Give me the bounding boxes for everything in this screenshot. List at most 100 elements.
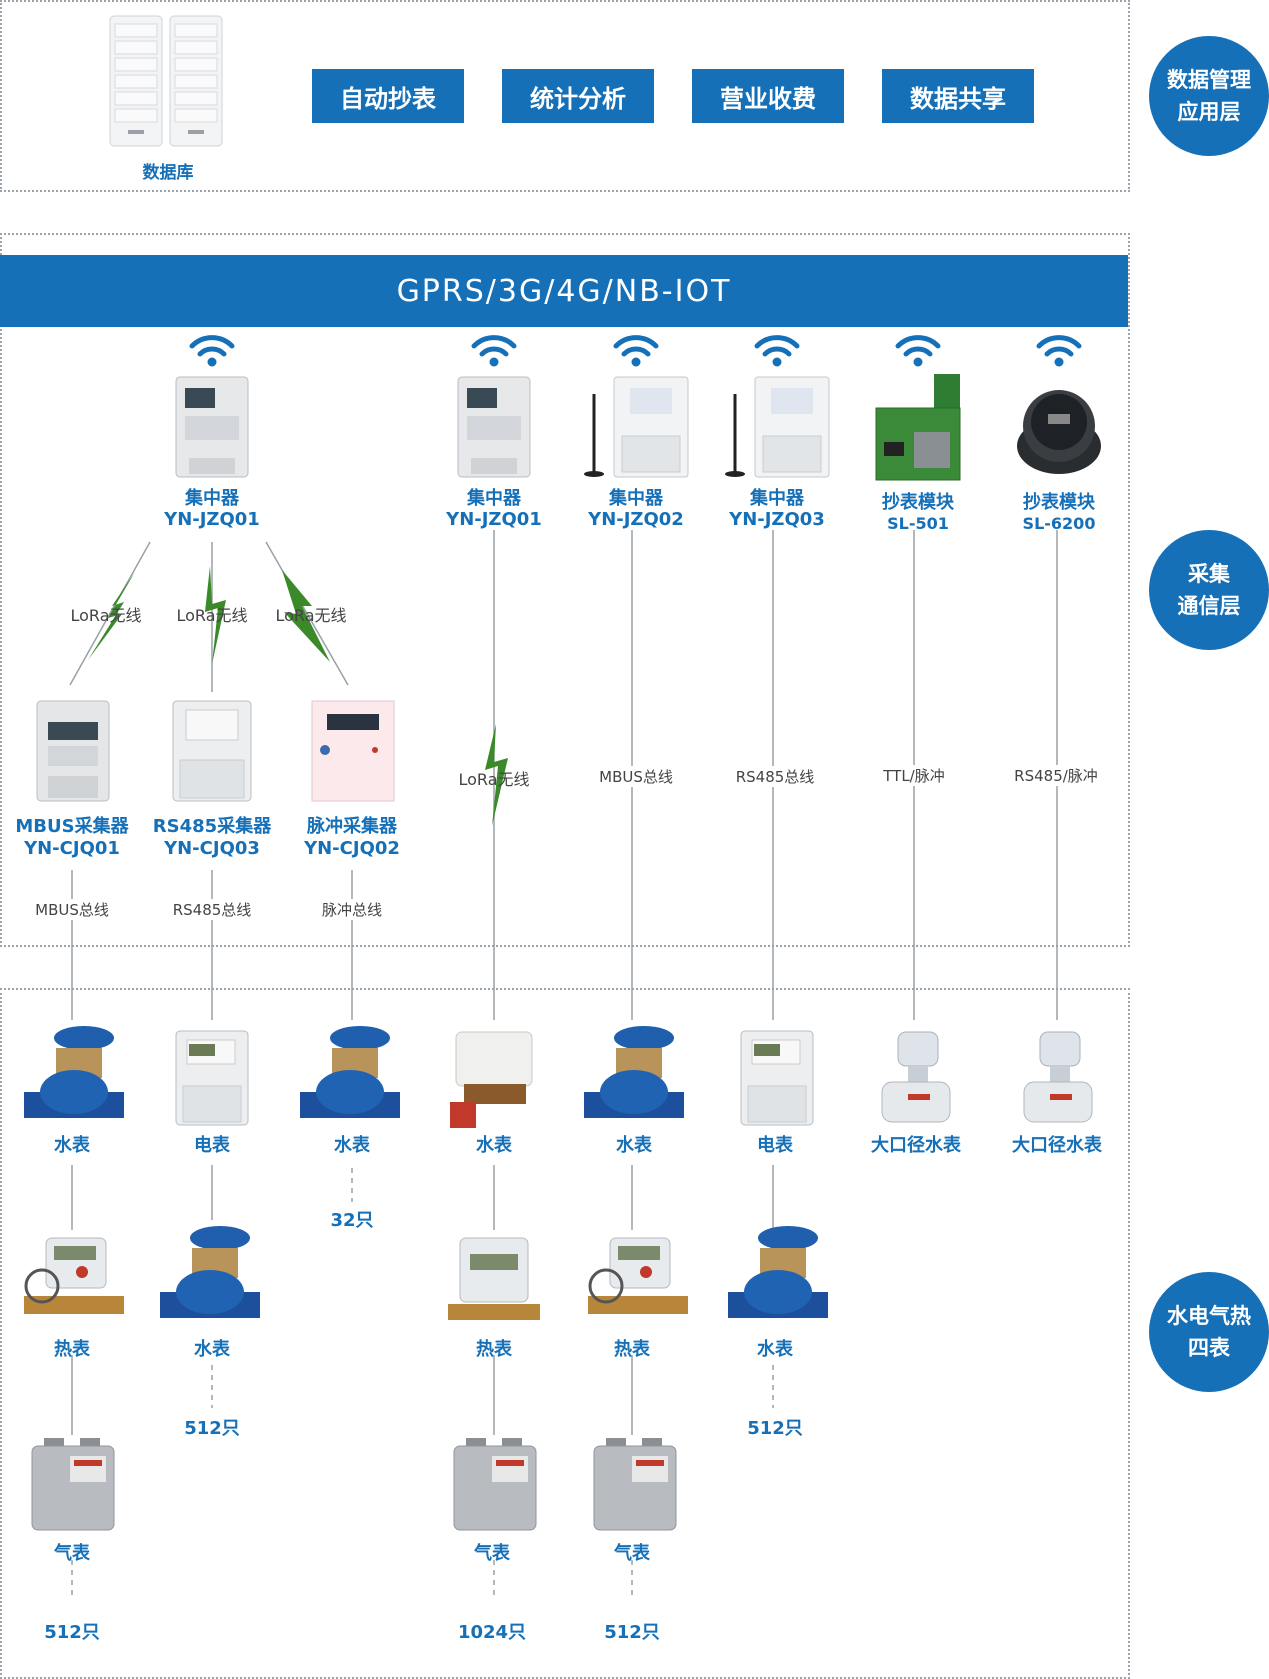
concentrator-4-name: 集中器 [750,488,804,509]
mbus-link-label: MBUS总线 [597,766,675,787]
lora-link-label: LoRa无线 [70,606,142,625]
comm-layer-line1: 采集 [1188,562,1230,586]
database-server-icon [108,14,224,148]
gas-meter-icon [28,1436,118,1536]
flow-meter-icon [1020,1030,1096,1130]
mbus-collector-icon [36,700,110,808]
wifi-icon [616,338,656,367]
wifi-icon [192,338,232,367]
flow-meter-icon [878,1030,954,1130]
collector-1-model: YN-CJQ01 [24,838,120,859]
count-label: 32只 [330,1210,374,1231]
electric-meter-icon [740,1030,814,1130]
pcb-module-icon [874,372,964,486]
pulse-collector-icon [311,700,395,808]
concentrator-4-model: YN-JZQ03 [729,509,825,530]
heat-meter-icon [22,1236,126,1336]
count-label: 1024只 [457,1622,527,1643]
count-label: 512只 [44,1622,100,1643]
rs485-collector-icon [172,700,252,808]
concentrator-device-icon [457,376,531,484]
meter-r1-8-label: 大口径水表 [1012,1135,1102,1156]
concentrator-3-model: YN-JZQ02 [588,509,684,530]
meter-r2-3-label: 热表 [476,1339,512,1360]
concentrator-1-model: YN-JZQ01 [164,509,260,530]
ttl-link-label: TTL/脉冲 [881,765,947,786]
water-meter-icon [718,1222,838,1330]
wifi-icon [898,338,938,367]
wifi-icon [757,338,797,367]
data-sharing-button[interactable]: 数据共享 [882,69,1034,123]
rs485-link-label: RS485总线 [733,766,817,787]
lora-link-label: LoRa无线 [275,606,347,625]
electric-meter-icon [175,1030,249,1130]
mbus-bus-label: MBUS总线 [33,899,111,920]
collector-2-name: RS485采集器 [152,816,272,837]
count-label: 512只 [747,1418,803,1439]
app-layer-badge: 数据管理 应用层 [1149,36,1269,156]
water-meter-icon [574,1022,694,1130]
app-layer-line1: 数据管理 [1167,68,1251,92]
meter-r2-1-label: 热表 [54,1339,90,1360]
collector-2-model: YN-CJQ03 [164,838,260,859]
collector-1-name: MBUS采集器 [15,816,129,837]
meter-r2-2-label: 水表 [194,1339,230,1360]
wifi-icon [474,338,514,367]
database-label: 数据库 [142,163,194,183]
meter-r1-2-label: 电表 [194,1135,230,1156]
concentrator-3-name: 集中器 [609,488,663,509]
meter-r2-5-label: 水表 [757,1339,793,1360]
rs485-pulse-link-label: RS485/脉冲 [1012,765,1100,786]
concentrator-antenna-device-icon [582,376,692,484]
statistics-analysis-button[interactable]: 统计分析 [502,69,654,123]
comm-layer-box [0,233,1130,947]
billing-button[interactable]: 营业收费 [692,69,844,123]
pulse-bus-label: 脉冲总线 [319,899,385,920]
count-label: 512只 [184,1418,240,1439]
meter-layer-line2: 四表 [1188,1336,1230,1360]
application-layer-box [0,0,1130,192]
collector-3-name: 脉冲采集器 [307,816,397,837]
comm-layer-badge: 采集 通信层 [1149,530,1269,650]
gas-meter-icon [590,1436,680,1536]
network-banner: GPRS/3G/4G/NB-IOT [0,255,1128,327]
lora-link-label: LoRa无线 [176,606,248,625]
app-layer-line2: 应用层 [1177,100,1241,124]
water-meter-icon [150,1222,270,1330]
gas-meter-icon [450,1436,540,1536]
module-1-name: 抄表模块 [882,492,954,513]
concentrator-1-name: 集中器 [185,488,239,509]
meter-r1-3-label: 水表 [334,1135,370,1156]
auto-meter-reading-button[interactable]: 自动抄表 [312,69,464,123]
meter-r2-4-label: 热表 [614,1339,650,1360]
lora-link-label: LoRa无线 [458,770,530,789]
meter-r3-3-label: 气表 [614,1543,650,1564]
wifi-icon [1039,338,1079,367]
concentrator-antenna-device-icon [723,376,833,484]
module-1-model: SL-501 [887,514,949,533]
rs485-bus-label: RS485总线 [170,899,254,920]
water-meter-icon [290,1022,410,1130]
meter-r3-1-label: 气表 [54,1543,90,1564]
smart-water-meter-icon [446,1028,546,1136]
water-meter-icon [14,1022,134,1130]
meter-layer-line1: 水电气热 [1167,1304,1251,1328]
meter-layer-badge: 水电气热 四表 [1149,1272,1269,1392]
meter-r1-4-label: 水表 [476,1135,512,1156]
meter-r1-5-label: 水表 [616,1135,652,1156]
module-2-model: SL-6200 [1022,514,1096,533]
meter-r1-6-label: 电表 [757,1135,793,1156]
meter-layer-box [0,988,1130,1679]
heat-meter-icon [446,1236,542,1340]
meter-r3-2-label: 气表 [474,1543,510,1564]
heat-meter-icon [586,1236,690,1336]
meter-r1-7-label: 大口径水表 [871,1135,961,1156]
module-2-name: 抄表模块 [1023,492,1095,513]
round-module-icon [1014,386,1104,482]
concentrator-device-icon [175,376,249,484]
collector-3-model: YN-CJQ02 [304,838,400,859]
concentrator-2-name: 集中器 [467,488,521,509]
concentrator-2-model: YN-JZQ01 [446,509,542,530]
comm-layer-line2: 通信层 [1177,594,1241,618]
